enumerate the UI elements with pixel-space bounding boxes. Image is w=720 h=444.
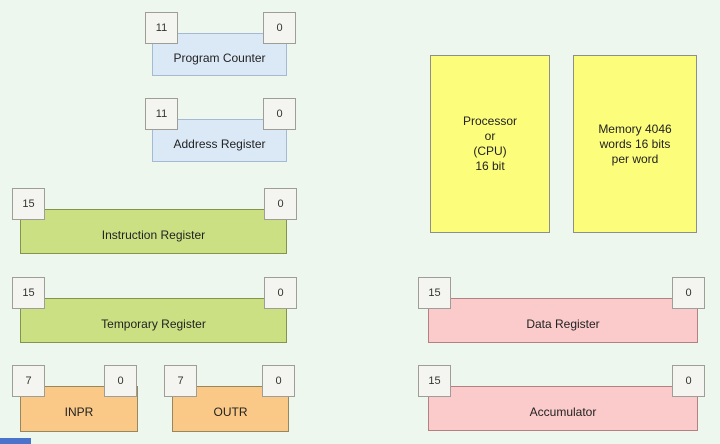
lsb-bit-box: 0 [264, 277, 297, 309]
register-bar: Instruction Register [20, 209, 287, 254]
msb-bit-box: 15 [418, 277, 451, 309]
lsb-bit-label: 0 [685, 375, 692, 387]
msb-bit-box: 15 [12, 277, 45, 309]
msb-bit-box: 7 [164, 365, 197, 397]
processor-text-line: 16 bit [475, 159, 505, 173]
instruction-register: 15 0 Instruction Register [12, 188, 297, 256]
lsb-bit-box: 0 [263, 98, 296, 130]
register-label: OUTR [213, 405, 248, 419]
msb-bit-box: 7 [12, 365, 45, 397]
register-label: Temporary Register [101, 316, 206, 331]
lsb-bit-label: 0 [275, 375, 282, 387]
msb-bit-label: 15 [22, 198, 35, 210]
register-label: Accumulator [529, 404, 597, 419]
register-bar: Data Register [428, 298, 698, 343]
register-label: Instruction Register [101, 227, 206, 242]
memory-text-line: words 16 bits [599, 136, 671, 151]
lsb-bit-label: 0 [276, 108, 283, 120]
lsb-bit-box: 0 [104, 365, 137, 397]
lsb-bit-label: 0 [277, 287, 284, 299]
msb-bit-label: 15 [22, 287, 35, 299]
register-bar: Accumulator [428, 386, 698, 431]
lsb-bit-label: 0 [277, 198, 284, 210]
processor-text-line: or [484, 129, 496, 143]
msb-bit-label: 15 [428, 375, 441, 387]
lsb-bit-box: 0 [264, 188, 297, 220]
msb-bit-box: 11 [145, 12, 178, 44]
msb-bit-box: 15 [418, 365, 451, 397]
lsb-bit-box: 0 [263, 12, 296, 44]
cropped-blue-fragment [0, 438, 31, 444]
lsb-bit-box: 0 [262, 365, 295, 397]
lsb-bit-box: 0 [672, 365, 705, 397]
lsb-bit-label: 0 [276, 22, 283, 34]
processor-text-line: Processor [462, 114, 518, 128]
register-label: Address Register [173, 136, 266, 151]
lsb-bit-label: 0 [685, 287, 692, 299]
data-register: 15 0 Data Register [418, 277, 705, 345]
msb-bit-box: 11 [145, 98, 178, 130]
msb-bit-label: 7 [177, 375, 184, 387]
memory-text-line: Memory 4046 [598, 121, 672, 136]
accumulator-register: 15 0 Accumulator [418, 365, 705, 433]
program-counter-register: 11 0 Program Counter [145, 12, 296, 78]
address-register: 11 0 Address Register [145, 98, 296, 164]
lsb-bit-box: 0 [672, 277, 705, 309]
msb-bit-box: 15 [12, 188, 45, 220]
temporary-register: 15 0 Temporary Register [12, 277, 297, 345]
register-bar: Temporary Register [20, 298, 287, 343]
msb-bit-label: 11 [155, 108, 168, 120]
processor-text-line: (CPU) [473, 144, 507, 158]
msb-bit-label: 11 [155, 22, 168, 34]
register-label: Program Counter [173, 50, 266, 65]
processor-block: Processor or (CPU) 16 bit [430, 55, 550, 233]
memory-text-line: per word [611, 151, 659, 166]
memory-block: Memory 4046 words 16 bits per word [573, 55, 697, 233]
outr-register: 7 0 OUTR [164, 365, 296, 434]
register-label: INPR [64, 405, 94, 419]
msb-bit-label: 15 [428, 287, 441, 299]
inpr-register: 7 0 INPR [12, 365, 138, 434]
register-label: Data Register [526, 316, 600, 331]
msb-bit-label: 7 [25, 375, 32, 387]
lsb-bit-label: 0 [117, 375, 124, 387]
